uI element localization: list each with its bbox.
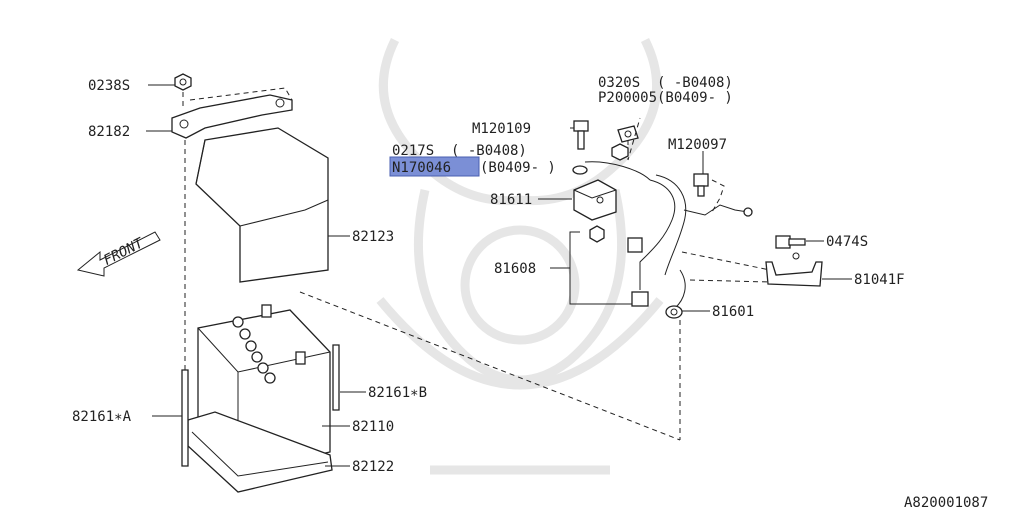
terminal-cover-81611[interactable] bbox=[573, 179, 617, 221]
label-0238s[interactable]: 0238S bbox=[88, 78, 130, 94]
battery-harness-81608[interactable] bbox=[584, 161, 753, 309]
label-82110[interactable]: 82110 bbox=[352, 419, 394, 435]
nut-n170046[interactable] bbox=[572, 165, 588, 175]
dashline-battery-ref bbox=[299, 291, 681, 441]
battery-cover-82123[interactable] bbox=[195, 127, 329, 283]
dashline-bracket-2 bbox=[689, 279, 771, 283]
label-p200005[interactable]: P200005(B0409- ) bbox=[598, 90, 733, 106]
washer-0320s[interactable] bbox=[617, 125, 639, 143]
label-82123[interactable]: 82123 bbox=[352, 229, 394, 245]
label-n170046[interactable]: N170046 bbox=[392, 160, 451, 176]
figure-id: A820001087 bbox=[904, 495, 988, 511]
front-label: FRONT bbox=[101, 235, 147, 269]
dashline-clamp bbox=[189, 87, 293, 101]
dashline-washer bbox=[627, 117, 641, 161]
bolt-m120097[interactable] bbox=[693, 173, 709, 197]
label-0320s[interactable]: 0320S ( -B0408) bbox=[598, 75, 733, 91]
bracket-81041f[interactable] bbox=[765, 252, 823, 287]
label-82122[interactable]: 82122 bbox=[352, 459, 394, 475]
leader-lines bbox=[146, 84, 852, 467]
rod-82161a[interactable] bbox=[181, 140, 189, 467]
watermark-emblem bbox=[376, 37, 664, 475]
label-82161a[interactable]: 82161∗A bbox=[72, 409, 132, 425]
bolt-m120109[interactable] bbox=[573, 120, 589, 150]
label-m120109[interactable]: M120109 bbox=[472, 121, 531, 137]
battery-clamp-82182[interactable] bbox=[171, 94, 293, 139]
label-0474s[interactable]: 0474S bbox=[826, 234, 868, 250]
label-81041f[interactable]: 81041F bbox=[854, 272, 905, 288]
front-arrow-icon: FRONT bbox=[76, 231, 161, 277]
nut-harness bbox=[589, 225, 605, 243]
label-81608[interactable]: 81608 bbox=[494, 261, 536, 277]
highlight-n170046 bbox=[389, 156, 480, 177]
label-m120097[interactable]: M120097 bbox=[668, 137, 727, 153]
nut-0238s[interactable] bbox=[174, 73, 192, 91]
rod-82161b[interactable] bbox=[332, 344, 340, 411]
label-82182[interactable]: 82182 bbox=[88, 124, 130, 140]
label-n170046-suffix[interactable]: (B0409- ) bbox=[480, 160, 556, 176]
label-81601[interactable]: 81601 bbox=[712, 304, 754, 320]
label-81611[interactable]: 81611 bbox=[490, 192, 532, 208]
terminal-81601[interactable] bbox=[665, 305, 683, 319]
bolt-0474s[interactable] bbox=[775, 235, 806, 249]
label-82161b[interactable]: 82161∗B bbox=[368, 385, 427, 401]
nut-0217s[interactable] bbox=[611, 143, 629, 161]
dashline-m120097 bbox=[711, 179, 725, 213]
label-0217s[interactable]: 0217S ( -B0408) bbox=[392, 143, 527, 159]
battery-caps bbox=[232, 304, 306, 384]
part-labels: 0238S 82182 82123 82161∗A 82161∗B 82110 … bbox=[72, 75, 988, 511]
dashline-bracket bbox=[681, 251, 771, 271]
